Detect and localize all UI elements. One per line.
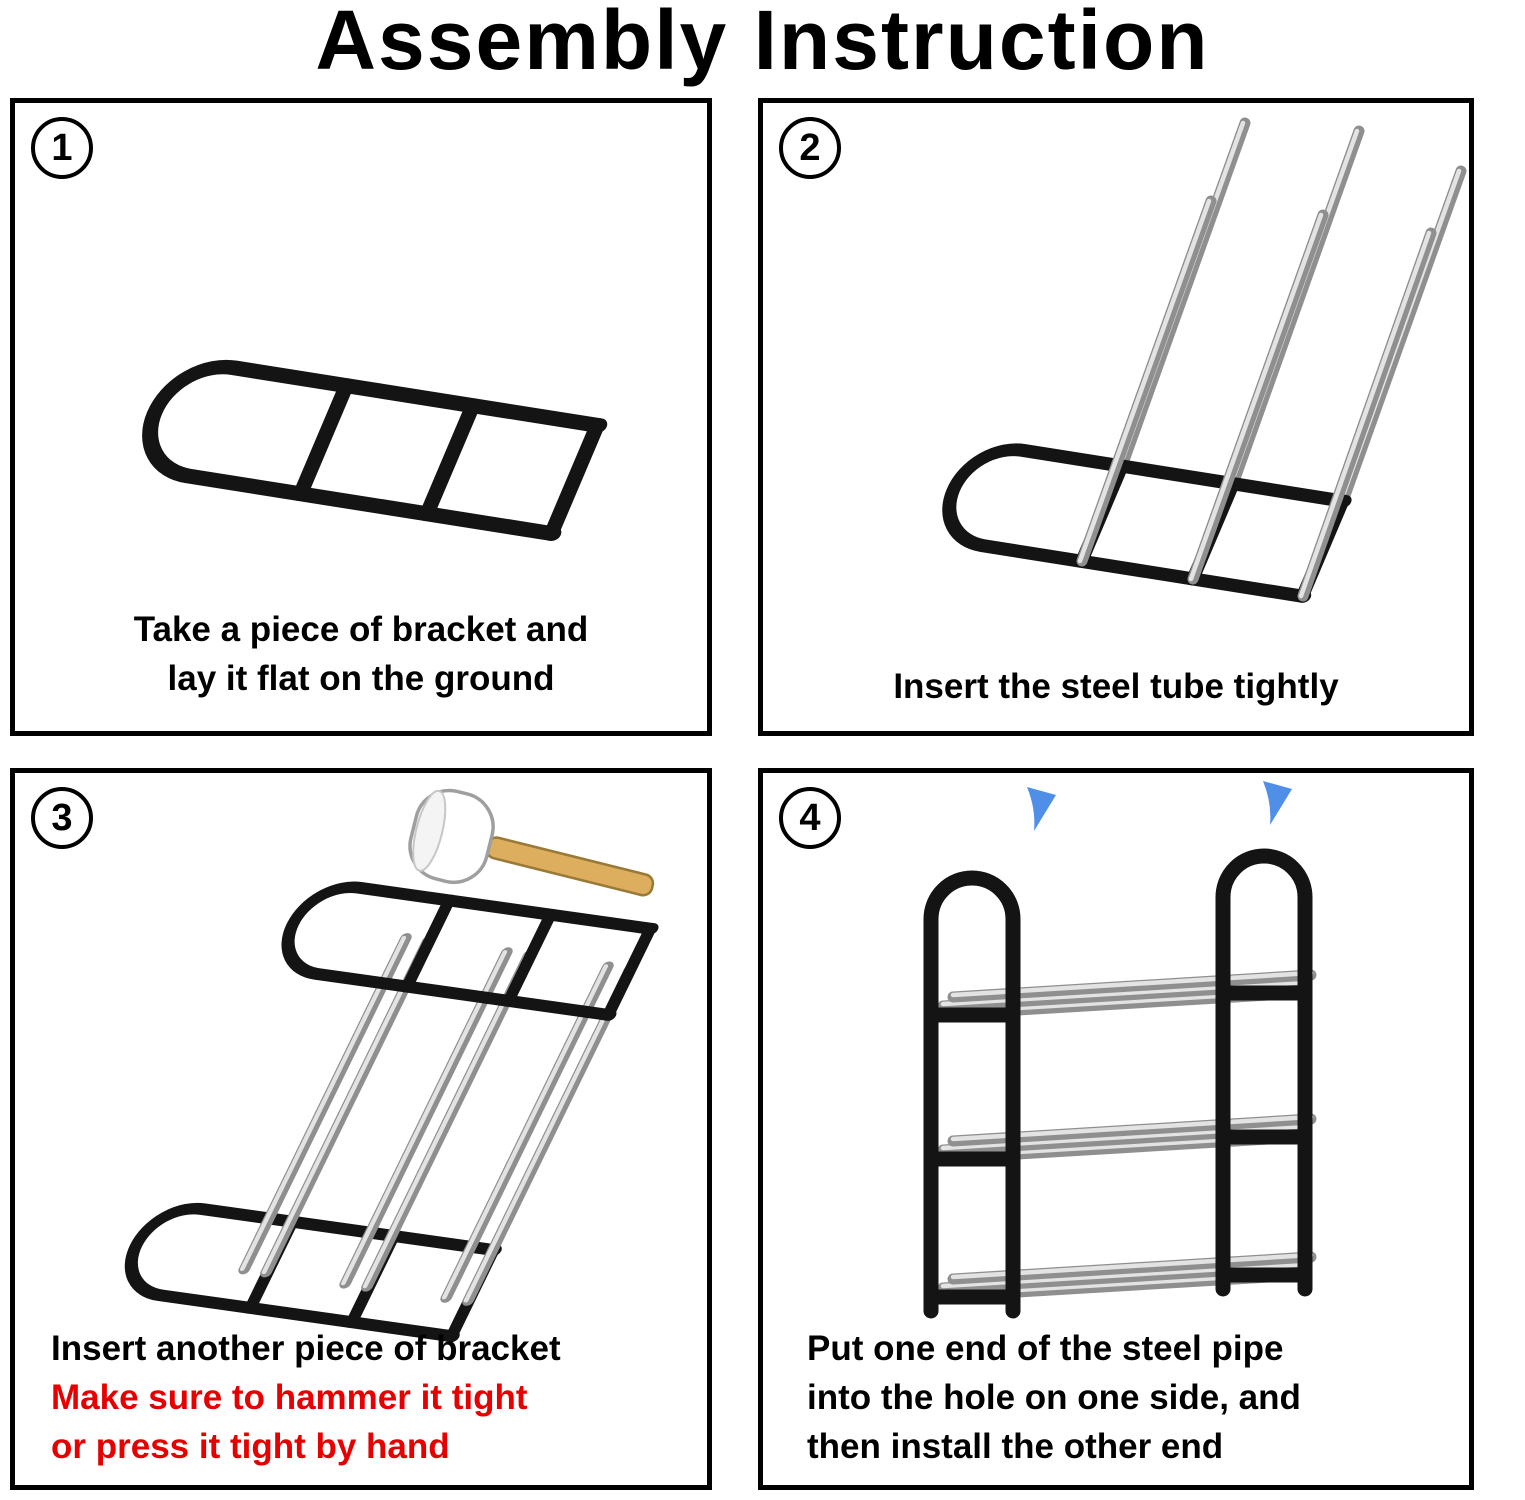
step-4-caption: Put one end of the steel pipe into the h… — [763, 1324, 1469, 1471]
step-3-badge: 3 — [31, 787, 93, 849]
caption-line: Insert another piece of bracket — [51, 1329, 561, 1368]
bottom-bracket-frame — [115, 1203, 495, 1337]
caption-line: Take a piece of bracket and — [133, 610, 589, 649]
mallet-head-cap — [412, 789, 447, 872]
left-side-frame — [931, 878, 1013, 1311]
caption-line: into the hole on one side, and — [807, 1378, 1301, 1417]
step-3-panel: 3 — [10, 768, 712, 1490]
step-2-caption: Insert the steel tube tightly — [763, 662, 1469, 711]
steel-tubes — [238, 933, 636, 1306]
down-arrow-icon — [1263, 781, 1292, 825]
step-1-badge: 1 — [31, 117, 93, 179]
steel-tubes-front — [1076, 195, 1437, 602]
bracket-frame — [933, 443, 1345, 597]
down-arrow-icon — [1027, 787, 1056, 831]
warning-line: Make sure to hammer it tight — [51, 1378, 528, 1417]
caption-line: Put one end of the steel pipe — [807, 1329, 1284, 1368]
step-1-panel: 1 Take a piece of bracket and lay it fla… — [10, 98, 712, 736]
step-2-panel: 2 — [758, 98, 1474, 736]
mallet-icon — [408, 788, 655, 897]
tilted-assembly — [115, 881, 652, 1336]
finished-rack-illustration — [763, 781, 1317, 1358]
second-bracket-illustration — [15, 788, 707, 1343]
step-1-caption: Take a piece of bracket and lay it flat … — [15, 605, 707, 703]
caption-line: then install the other end — [807, 1427, 1224, 1466]
caption-line: Insert the steel tube tightly — [893, 667, 1339, 706]
step-2-badge: 2 — [779, 117, 841, 179]
step-3-caption: Insert another piece of bracket Make sur… — [15, 1324, 707, 1471]
step-4-badge: 4 — [779, 787, 841, 849]
right-side-frame — [1223, 856, 1305, 1289]
bracket-frame — [132, 359, 600, 534]
warning-line: or press it tight by hand — [51, 1427, 450, 1466]
step-4-panel: 4 — [758, 768, 1474, 1490]
caption-line: lay it flat on the ground — [167, 659, 555, 698]
tube-insertion-illustration — [763, 117, 1467, 678]
page-title: Assembly Instruction — [315, 0, 1210, 87]
mallet-handle — [485, 836, 655, 897]
bracket-flat-illustration — [15, 103, 707, 658]
